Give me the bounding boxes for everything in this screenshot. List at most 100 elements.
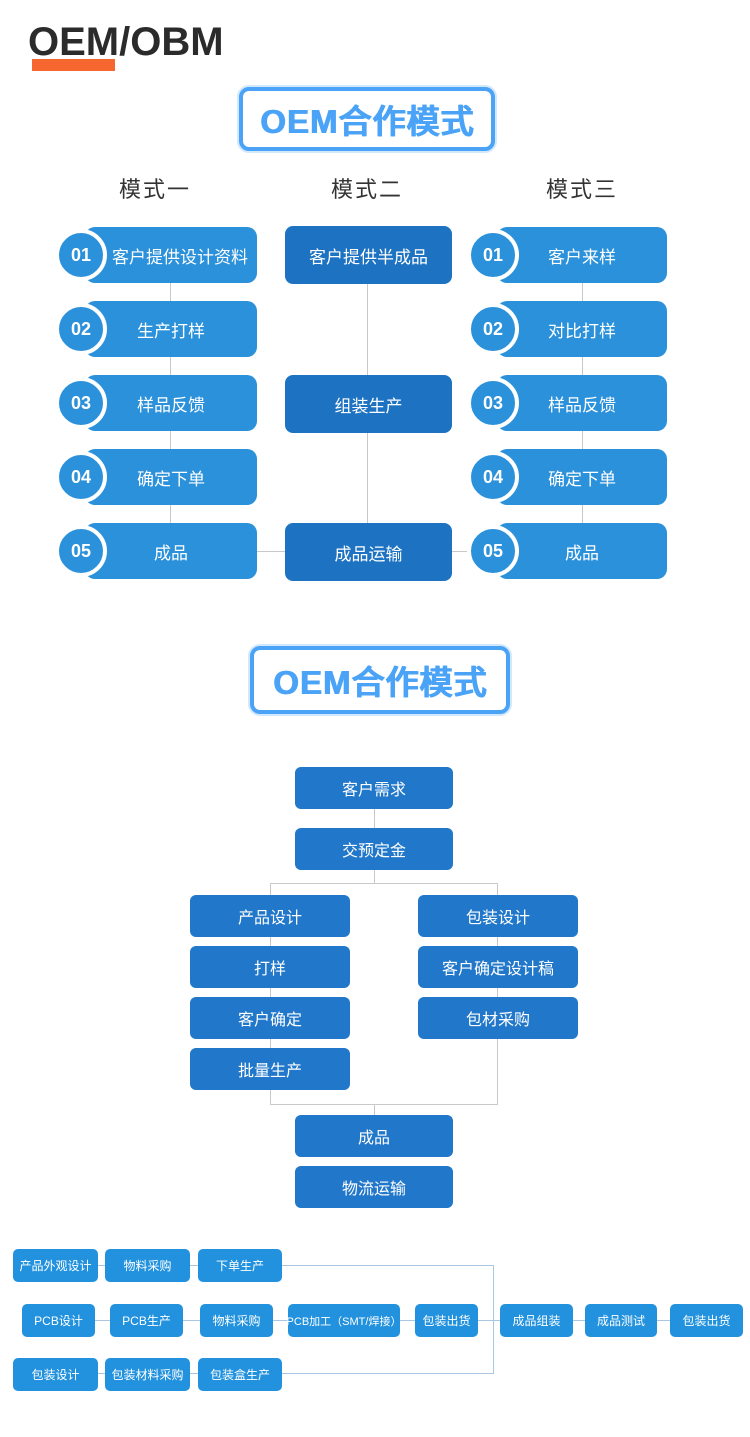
detail-box-label: 包装盒生产 bbox=[209, 1368, 270, 1382]
connector-right-2 bbox=[497, 988, 498, 997]
detail-box-material-purchase-2: 物料采购 bbox=[200, 1304, 273, 1337]
step-number-text: 02 bbox=[482, 318, 504, 339]
mode2-box: 组装生产 bbox=[285, 375, 452, 433]
oem-banner-1-text: OEM合作模式 bbox=[259, 103, 475, 140]
step-number-text: 02 bbox=[70, 318, 92, 339]
detail-box-testing: 成品测试 bbox=[585, 1304, 657, 1337]
connector-right-1 bbox=[497, 937, 498, 946]
flow-box-logistics: 物流运输 bbox=[295, 1166, 453, 1208]
detail-box-package-material: 包装材料采购 bbox=[105, 1358, 190, 1391]
mode1-step-label: 样品反馈 bbox=[137, 395, 205, 415]
mode1-step-bar: 客户提供设计资料 bbox=[85, 227, 257, 283]
mode2-box-label: 成品运输 bbox=[334, 544, 403, 564]
detail-box-label: PCB设计 bbox=[34, 1314, 83, 1328]
detail-box-label: 包装材料采购 bbox=[111, 1368, 184, 1382]
detail-box-label: 下单生产 bbox=[215, 1259, 264, 1273]
connector-m3-1 bbox=[582, 283, 583, 301]
mode1-step-number: 04 bbox=[55, 451, 107, 503]
connector-m1-1 bbox=[170, 283, 171, 301]
detail-box-box-production: 包装盒生产 bbox=[198, 1358, 282, 1391]
mode1-step-bar: 样品反馈 bbox=[85, 375, 257, 431]
mode2-box: 成品运输 bbox=[285, 523, 452, 581]
flow-box-sampling: 打样 bbox=[190, 946, 350, 988]
connector-m1-3 bbox=[170, 431, 171, 449]
mode1-header: 模式一 bbox=[118, 177, 191, 202]
oem-banner-1: OEM合作模式 bbox=[239, 87, 495, 151]
connector-split-right bbox=[497, 883, 498, 895]
mode3-header: 模式三 bbox=[545, 177, 618, 202]
connector-d1-long bbox=[282, 1265, 493, 1266]
detail-box-appearance-design: 产品外观设计 bbox=[13, 1249, 98, 1282]
detail-box-label: 包装设计 bbox=[31, 1368, 80, 1382]
step-number-text: 03 bbox=[70, 392, 92, 413]
detail-box-label: 产品外观设计 bbox=[19, 1259, 92, 1273]
mode1-step-bar: 确定下单 bbox=[85, 449, 257, 505]
flow-box-label: 成品 bbox=[357, 1130, 390, 1147]
detail-box-label: 成品测试 bbox=[596, 1314, 645, 1328]
flow-box-label: 交预定金 bbox=[341, 843, 406, 860]
mode1-step-number: 03 bbox=[55, 377, 107, 429]
connector-left-2 bbox=[270, 988, 271, 997]
mode1-step-bar: 成品 bbox=[85, 523, 257, 579]
connector-d2-4 bbox=[400, 1320, 415, 1321]
step-number-text: 04 bbox=[482, 466, 504, 487]
detail-box-pcb-production: PCB生产 bbox=[110, 1304, 183, 1337]
mode1-step-label: 成品 bbox=[154, 543, 188, 563]
detail-box-material-purchase-1: 物料采购 bbox=[105, 1249, 190, 1282]
mode3-step-number: 04 bbox=[467, 451, 519, 503]
detail-box-label: PCB加工（SMT/焊接） bbox=[286, 1315, 402, 1328]
connector-merge-left bbox=[270, 1090, 271, 1105]
connector-d2-3 bbox=[273, 1320, 288, 1321]
flow-box-design-confirm: 客户确定设计稿 bbox=[418, 946, 578, 988]
connector-d2-5 bbox=[478, 1320, 500, 1321]
connector-flow-1 bbox=[374, 809, 375, 828]
detail-box-label: 包装出货 bbox=[422, 1314, 471, 1328]
connector-d2-1 bbox=[95, 1320, 110, 1321]
flow-box-finished-product: 成品 bbox=[295, 1115, 453, 1157]
detail-box-pcb-processing: PCB加工（SMT/焊接） bbox=[286, 1304, 402, 1337]
connector-m2-to-m3 bbox=[452, 551, 467, 552]
oem-banner-2-text: OEM合作模式 bbox=[272, 664, 488, 701]
connector-m1-to-m2 bbox=[257, 551, 285, 552]
mode3-step-label: 样品反馈 bbox=[548, 395, 616, 415]
flow-box-mass-production: 批量生产 bbox=[190, 1048, 350, 1090]
connector-d1-2 bbox=[190, 1265, 198, 1266]
mode3-step-number: 05 bbox=[467, 525, 519, 577]
mode2-box: 客户提供半成品 bbox=[285, 226, 452, 284]
mode1-step-number: 05 bbox=[55, 525, 107, 577]
connector-left-1 bbox=[270, 937, 271, 946]
connector-d2-6 bbox=[573, 1320, 585, 1321]
detail-box-package-design: 包装设计 bbox=[13, 1358, 98, 1391]
step-number-text: 04 bbox=[70, 466, 92, 487]
mode2-box-label: 客户提供半成品 bbox=[309, 247, 428, 267]
flow-box-package-design: 包装设计 bbox=[418, 895, 578, 937]
step-number-text: 05 bbox=[482, 540, 504, 561]
mode3-step-label: 对比打样 bbox=[548, 321, 616, 341]
detail-box-label: PCB生产 bbox=[122, 1314, 171, 1328]
mode3-step-number: 02 bbox=[467, 303, 519, 355]
flow-box-label: 打样 bbox=[253, 961, 286, 978]
mode3-step-bar: 成品 bbox=[497, 523, 667, 579]
oem-banner-2: OEM合作模式 bbox=[250, 646, 510, 714]
detail-box-label: 物料采购 bbox=[212, 1314, 261, 1328]
step-number-text: 03 bbox=[482, 392, 504, 413]
flow-box-label: 批量生产 bbox=[237, 1063, 302, 1080]
connector-merge-bar bbox=[270, 1104, 498, 1105]
connector-m3-2 bbox=[582, 357, 583, 375]
connector-m2-2 bbox=[367, 433, 368, 523]
mode1-step-label: 客户提供设计资料 bbox=[112, 247, 248, 267]
detail-box-package-ship-2: 包装出货 bbox=[670, 1304, 743, 1337]
mode1-step-label: 确定下单 bbox=[137, 469, 205, 489]
connector-split-stem bbox=[374, 870, 375, 883]
connector-d3-1 bbox=[98, 1373, 105, 1374]
mode3-step-label: 确定下单 bbox=[548, 469, 616, 489]
mode1-step-number: 02 bbox=[55, 303, 107, 355]
detail-box-label: 成品组装 bbox=[512, 1314, 561, 1328]
mode3-step-bar: 样品反馈 bbox=[497, 375, 667, 431]
step-number-text: 01 bbox=[482, 244, 504, 265]
mode3-step-number: 01 bbox=[467, 229, 519, 281]
flow-box-deposit: 交预定金 bbox=[295, 828, 453, 870]
connector-split-left bbox=[270, 883, 271, 895]
detail-box-order-production: 下单生产 bbox=[198, 1249, 282, 1282]
